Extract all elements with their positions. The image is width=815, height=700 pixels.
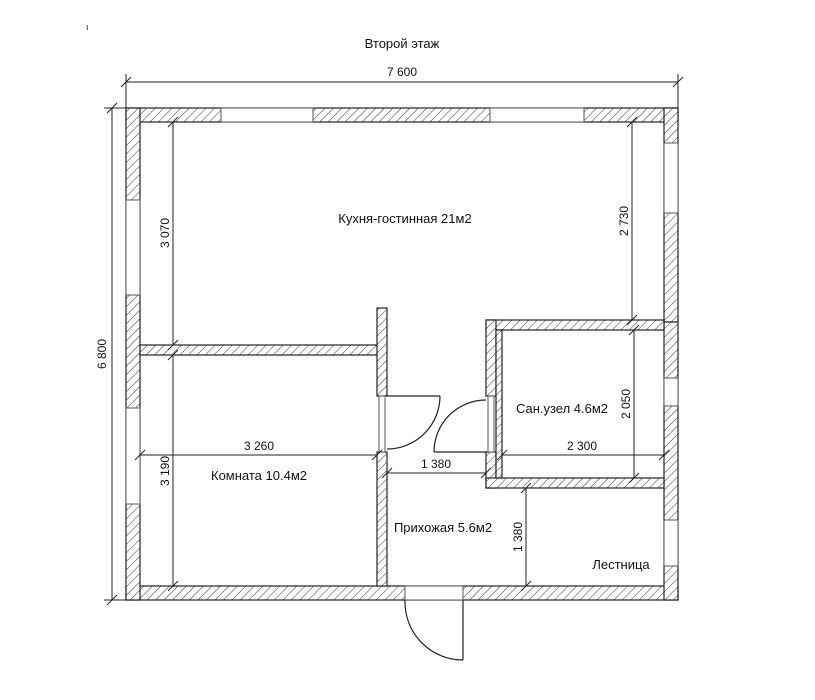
entry-door-swing	[404, 599, 464, 661]
corner-mark: ı	[86, 22, 89, 32]
room-label-bathroom: Сан.узел 4.6м2	[516, 401, 608, 416]
entry-door-opening	[404, 585, 464, 601]
window-top-1	[220, 107, 314, 123]
wall-bath-left-upper	[485, 319, 497, 397]
room-label-room: Комната 10.4м2	[211, 468, 307, 483]
wall-bath-bottom	[485, 477, 665, 489]
dim-overall-width: 7 600	[387, 65, 417, 79]
dim-bath-height: 2 050	[619, 389, 633, 419]
interior-walls	[139, 307, 665, 587]
window-right-1	[663, 142, 679, 214]
wall-left	[125, 107, 141, 601]
plan-title: Второй этаж	[365, 36, 440, 51]
wall-top	[125, 107, 679, 123]
wall-bath-inner	[495, 329, 503, 479]
wall-bath-top	[485, 319, 665, 331]
window-right-3	[663, 519, 679, 567]
dim-room-width: 3 260	[244, 439, 274, 453]
room-label-stairs: Лестница	[592, 557, 650, 572]
dim-living-left-height: 3 070	[158, 218, 172, 248]
dim-hall-width: 1 380	[421, 457, 451, 471]
room-label-hallway: Прихожая 5.6м2	[394, 520, 492, 535]
bath-door-frame	[487, 395, 495, 453]
dim-hall-height: 1 380	[511, 522, 525, 552]
wall-room-hall-upper	[376, 307, 388, 397]
wall-bottom	[125, 585, 679, 601]
wall-right-upper	[663, 107, 679, 323]
room-label-living-kitchen: Кухня-гостинная 21м2	[338, 211, 471, 226]
bath-door-swing	[433, 399, 487, 453]
wall-room-hall-lower	[376, 451, 388, 587]
windows	[125, 107, 679, 601]
room-door-frame	[378, 395, 386, 453]
window-top-2	[489, 107, 585, 123]
window-right-2	[663, 377, 679, 407]
dimension-lines	[104, 74, 684, 606]
dim-overall-height: 6 800	[95, 339, 109, 369]
dim-room-height: 3 190	[158, 456, 172, 486]
room-door-swing	[386, 395, 441, 450]
dim-living-right-height: 2 730	[617, 206, 631, 236]
dim-bath-width: 2 300	[567, 439, 597, 453]
doors	[378, 395, 495, 661]
window-left-2	[125, 407, 141, 505]
window-left-1	[125, 199, 141, 296]
wall-living-room	[139, 344, 387, 356]
